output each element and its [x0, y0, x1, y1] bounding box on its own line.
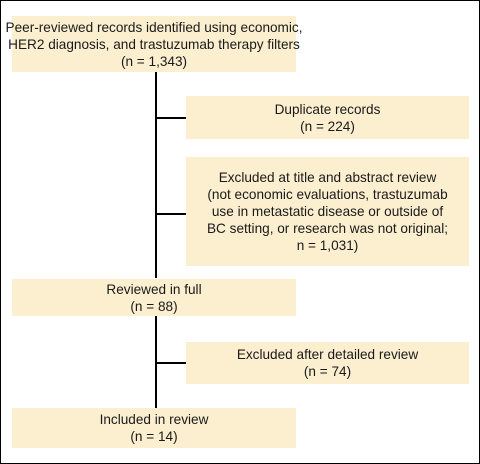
- excluded-title-line4: BC setting, or research was not original…: [206, 221, 449, 236]
- records-identified-count: (n = 1,343): [120, 53, 188, 69]
- excluded-title-count: n = 1,031): [296, 238, 359, 253]
- included-in-review-count: (n = 14): [130, 429, 178, 444]
- excluded-detailed-count: (n = 74): [303, 364, 352, 379]
- connector-to-excluded-detail: [155, 362, 186, 364]
- reviewed-in-full-count: (n = 88): [130, 298, 178, 314]
- included-in-review-box: Included in review (n = 14): [12, 408, 296, 448]
- connector-to-excluded-title: [155, 213, 186, 215]
- excluded-title-line1: Excluded at title and abstract review: [218, 170, 437, 185]
- duplicate-records-box: Duplicate records (n = 224): [186, 96, 469, 139]
- reviewed-in-full-box: Reviewed in full (n = 88): [12, 279, 296, 316]
- excluded-title-line2: (not economic evaluations, trastuzumab: [207, 187, 448, 202]
- included-in-review-label: Included in review: [99, 412, 209, 427]
- connector-main-trunk: [155, 72, 157, 278]
- excluded-detailed-review-box: Excluded after detailed review (n = 74): [186, 342, 469, 384]
- excluded-title-line3: use in metastatic disease or outside of: [211, 204, 444, 219]
- excluded-title-abstract-box: Excluded at title and abstract review (n…: [186, 157, 469, 266]
- duplicate-records-count: (n = 224): [300, 118, 355, 134]
- records-identified-line1: Peer-reviewed records identified using e…: [5, 19, 303, 35]
- reviewed-in-full-label: Reviewed in full: [106, 281, 202, 297]
- connector-to-duplicates: [155, 117, 186, 119]
- excluded-detailed-label: Excluded after detailed review: [236, 347, 419, 362]
- duplicate-records-label: Duplicate records: [274, 101, 381, 117]
- records-identified-line2: HER2 diagnosis, and trastuzumab therapy …: [8, 36, 300, 52]
- records-identified-box: Peer-reviewed records identified using e…: [6, 16, 302, 72]
